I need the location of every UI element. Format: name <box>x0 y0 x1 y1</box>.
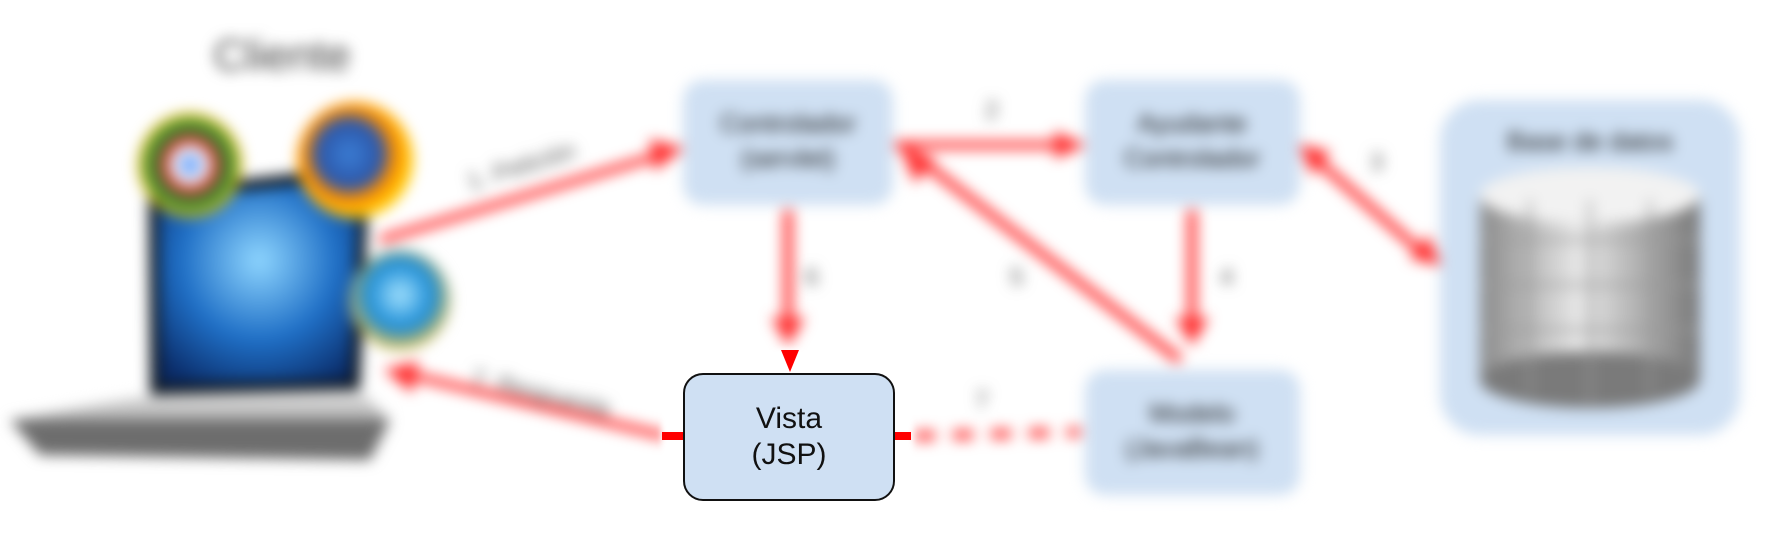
internet-explorer-icon <box>350 250 450 350</box>
blurred-background-layer: Cliente Controlador (servlet) Ayudante C… <box>10 31 1740 495</box>
specific-controller-box <box>1085 80 1300 205</box>
step3-label: 3 <box>1370 149 1383 176</box>
step2-label: 2 <box>985 97 998 124</box>
step4-label: 4 <box>1220 264 1233 291</box>
laptop-icon <box>10 165 390 460</box>
database-title: Base de datos <box>1507 126 1673 156</box>
view-label-line2: (JSP) <box>751 438 827 471</box>
view-to-model-dashed-arrow <box>914 427 1081 441</box>
view-label-line1: Vista <box>755 402 823 435</box>
database-cylinder-icon <box>1480 167 1700 408</box>
model-label-line2: (JavaBean) <box>1126 433 1259 463</box>
firefox-icon <box>297 102 413 218</box>
step5-label: 5 <box>1010 264 1023 291</box>
specific-controller-label-line1: Ayudante <box>1137 108 1246 138</box>
step6-label: 6 <box>805 264 818 291</box>
specific-to-database-arrow <box>1302 146 1428 259</box>
controller-label-line2: (servlet) <box>741 143 835 173</box>
view-box: Vista (JSP) <box>683 373 895 501</box>
arrows <box>378 131 1441 441</box>
arrow-head-into-view <box>781 350 799 372</box>
response-arrow <box>409 371 666 440</box>
controller-label-line1: Controlador <box>720 108 856 138</box>
response-arrow-stub <box>662 432 684 440</box>
client-title: Cliente <box>214 31 351 80</box>
model-to-controller-arrow <box>917 156 1183 364</box>
step7-label: 7 <box>975 387 988 414</box>
request-arrow <box>378 151 662 244</box>
response-label: 7. Respuesta <box>469 365 614 423</box>
model-box <box>1085 370 1300 495</box>
controller-box <box>683 80 893 205</box>
model-label-line1: Modelo <box>1149 398 1234 428</box>
specific-controller-label-line2: Controlador <box>1124 143 1260 173</box>
chrome-icon <box>138 113 242 217</box>
dashed-arrow-stub <box>895 432 911 440</box>
